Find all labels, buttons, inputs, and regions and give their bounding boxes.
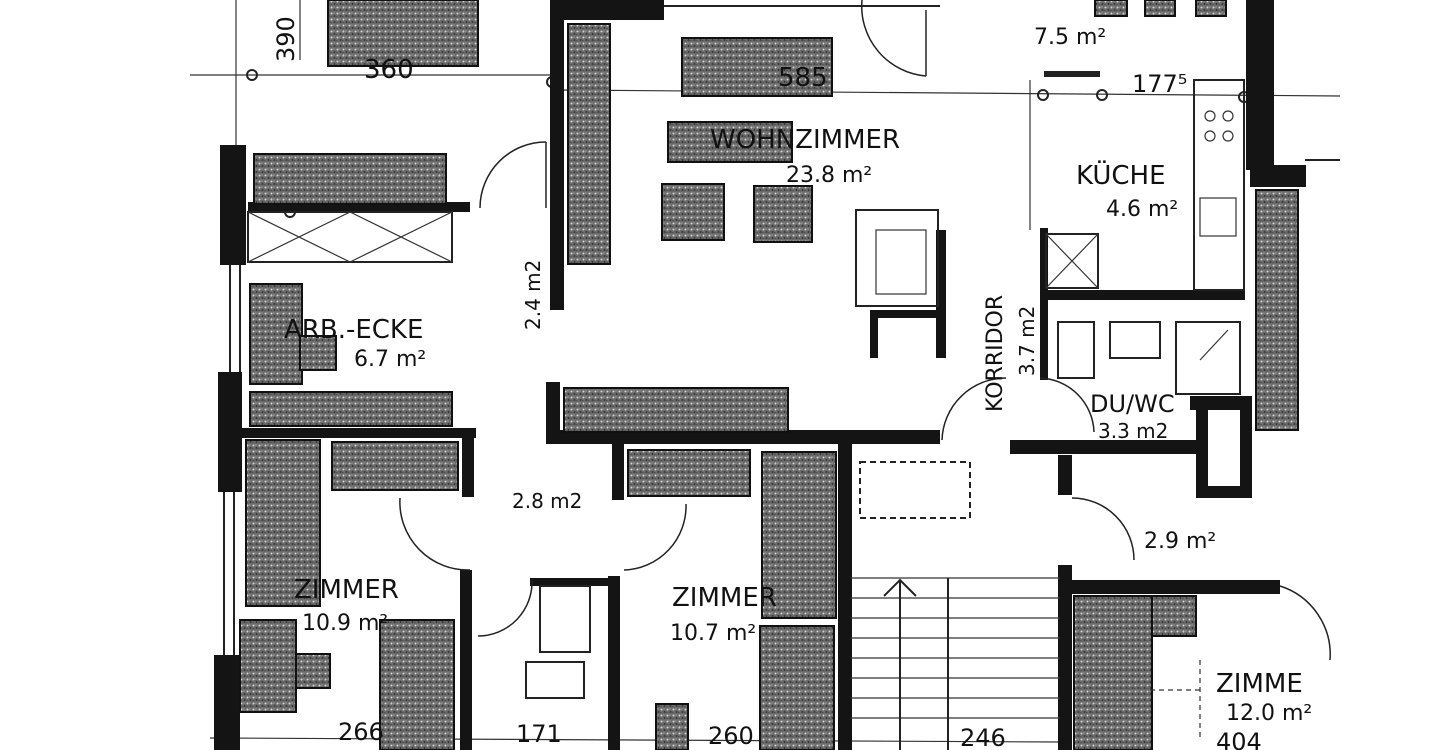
korridor-name: KORRIDOR xyxy=(983,295,1008,412)
dim-360: 360 xyxy=(364,55,414,85)
dim-390: 390 xyxy=(272,16,300,62)
duwc-area: 3.3 m2 xyxy=(1098,419,1168,443)
dim-177: 177⁵ xyxy=(1132,70,1187,98)
walls xyxy=(214,0,1306,750)
dim-404: 404 xyxy=(1216,728,1262,750)
zimmer-mid-name: ZIMMER xyxy=(672,583,777,613)
hall-area: 2.4 m2 xyxy=(521,260,545,330)
staircase xyxy=(850,577,1060,750)
korridor-area: 3.7 m2 xyxy=(1015,306,1039,376)
kueche-area: 4.6 m² xyxy=(1106,197,1178,222)
entry-area: 2.8 m2 xyxy=(512,489,582,513)
zimmer-right-area: 12.0 m² xyxy=(1226,701,1312,726)
zimmer-left-area: 10.9 m² xyxy=(302,611,388,636)
dim-585: 585 xyxy=(778,63,828,93)
arbecke-area: 6.7 m² xyxy=(354,347,426,372)
fixtures xyxy=(247,79,1245,699)
room-labels: WOHNZIMMER 23.8 m² KÜCHE 4.6 m² ARB.-ECK… xyxy=(284,25,1312,726)
kueche-name: KÜCHE xyxy=(1076,159,1166,191)
furniture xyxy=(239,0,1299,750)
dim-266: 266 xyxy=(338,718,384,746)
doors xyxy=(399,0,1331,740)
arbecke-name: ARB.-ECKE xyxy=(284,315,423,345)
zimmer-mid-area: 10.7 m² xyxy=(670,621,756,646)
wohnzimmer-name: WOHNZIMMER xyxy=(710,125,900,155)
dimension-labels: 390 360 585 177⁵ 266 171 260 246 404 xyxy=(272,16,1262,750)
top-room-area: 7.5 m² xyxy=(1034,25,1106,50)
windows xyxy=(223,5,1340,655)
dim-246: 246 xyxy=(960,724,1006,750)
zimmer-left-name: ZIMMER xyxy=(294,575,399,605)
dim-171: 171 xyxy=(516,720,562,748)
zimmer-right-name: ZIMME xyxy=(1216,669,1303,699)
side-area: 2.9 m² xyxy=(1144,529,1216,554)
wohnzimmer-area: 23.8 m² xyxy=(786,163,872,188)
dim-260: 260 xyxy=(708,722,754,750)
duwc-name: DU/WC xyxy=(1090,390,1175,418)
